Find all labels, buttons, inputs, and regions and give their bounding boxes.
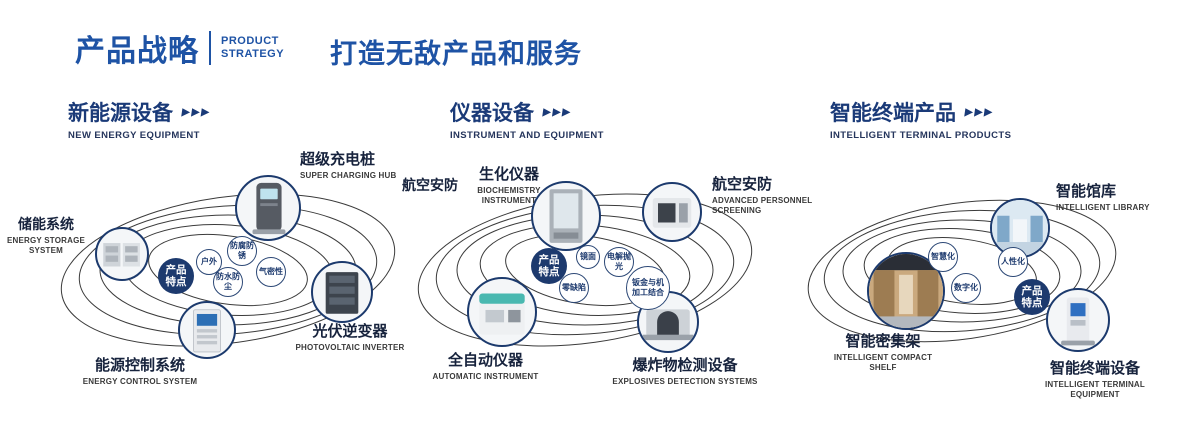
product-features-badge: 产品特点 xyxy=(158,258,194,294)
feature-bubble: 智慧化 xyxy=(928,242,958,272)
product-features-badge: 产品特点 xyxy=(531,248,567,284)
section-header-terminal: 智能终端产品 ▶▶▶ INTELLIGENT TERMINAL PRODUCTS xyxy=(830,97,1011,141)
label-compact-shelf-en: INTELLIGENT COMPACT SHELF xyxy=(833,353,933,373)
section-title-terminal: 智能终端产品 xyxy=(830,102,956,125)
terminal-equipment-photo xyxy=(1061,297,1095,346)
brand-title-cn: 产品战略 xyxy=(75,35,199,68)
label-personnel-screening-cn: 航空安防 xyxy=(712,176,773,193)
node-super-charging-hub xyxy=(235,175,301,241)
chevrons-icon: ▶▶▶ xyxy=(181,106,212,118)
feature-bubble: 防腐防锈 xyxy=(227,236,257,266)
chevrons-icon: ▶▶▶ xyxy=(964,106,995,118)
chevrons-icon: ▶▶▶ xyxy=(542,106,573,118)
label-intelligent-library-en: INTELLIGENT LIBRARY xyxy=(1056,203,1150,212)
feature-bubble: 气密性 xyxy=(256,257,286,287)
explosives-detection-photo xyxy=(642,309,694,341)
section-title-new-energy: 新能源设备 xyxy=(68,102,173,125)
label-automatic-instrument-cn: 全自动仪器 xyxy=(447,352,523,369)
brand-divider xyxy=(209,31,211,65)
biochemistry-instrument-photo xyxy=(549,189,583,243)
section-subtitle-terminal: INTELLIGENT TERMINAL PRODUCTS xyxy=(830,130,1012,141)
feature-bubble: 电解抛光 xyxy=(604,247,634,277)
label-terminal-equipment-cn: 智能终端设备 xyxy=(1049,360,1140,377)
charging-pile-photo xyxy=(252,182,286,235)
label-super-charging-hub-cn: 超级充电桩 xyxy=(300,151,376,168)
section-subtitle-new-energy: NEW ENERGY EQUIPMENT xyxy=(68,130,200,141)
brand-block: 产品战略 PRODUCT STRATEGY xyxy=(75,26,284,70)
label-personnel-screening-en: ADVANCED PERSONNEL SCREENING xyxy=(712,196,813,216)
label-biochemistry-en: BIOCHEMISTRY INSTRUMENT xyxy=(477,186,541,206)
intelligent-library-photo xyxy=(992,200,1048,256)
node-terminal-equipment xyxy=(1046,288,1110,352)
brand-en-line2: STRATEGY xyxy=(221,48,285,60)
label-automatic-instrument-en: AUTOMATIC INSTRUMENT xyxy=(432,372,539,381)
feature-bubble: 防水防尘 xyxy=(213,267,243,297)
node-pv-inverter xyxy=(311,261,373,323)
label-intelligent-library-cn: 智能馆库 xyxy=(1056,183,1117,200)
section-header-instrument: 仪器设备 ▶▶▶ INSTRUMENT AND EQUIPMENT xyxy=(450,97,604,141)
feature-bubble: 镜面 xyxy=(576,245,600,269)
node-energy-control xyxy=(178,301,236,359)
label-energy-control-cn: 能源控制系统 xyxy=(94,357,185,374)
feature-bubble: 数字化 xyxy=(951,273,981,303)
feature-bubble: 零缺陷 xyxy=(559,273,589,303)
energy-control-photo xyxy=(193,309,221,353)
label-energy-control-en: ENERGY CONTROL SYSTEM xyxy=(82,377,198,386)
pv-inverter-photo xyxy=(325,272,359,314)
brand-en-line1: PRODUCT xyxy=(221,34,279,47)
node-automatic-instrument xyxy=(467,277,537,347)
product-features-badge: 产品特点 xyxy=(1014,279,1050,315)
energy-storage-photo xyxy=(103,243,140,267)
feature-bubble: 钣金与机加工结合 xyxy=(626,266,670,310)
label-energy-storage-cn: 储能系统 xyxy=(18,216,74,232)
label-pv-inverter-en: PHOTOVOLTAIC INVERTER xyxy=(295,343,405,352)
automatic-instrument-photo xyxy=(479,293,525,335)
label-explosives-detection-en: EXPLOSIVES DETECTION SYSTEMS xyxy=(612,377,758,386)
label-pv-inverter-cn: 光伏逆变器 xyxy=(312,323,388,340)
slogan: 打造无敌产品和服务 xyxy=(330,39,582,69)
label-explosives-detection-cn: 爆炸物检测设备 xyxy=(632,357,738,374)
brand-title-en: PRODUCT STRATEGY xyxy=(221,35,284,61)
node-personnel-screening xyxy=(642,182,702,242)
node-biochemistry-instrument xyxy=(531,181,601,251)
label-compact-shelf-cn: 智能密集架 xyxy=(845,333,921,350)
label-biochemistry-cn: 生化仪器 xyxy=(478,166,539,183)
node-energy-storage xyxy=(95,227,149,281)
personnel-screening-photo xyxy=(652,198,692,228)
label-terminal-equipment-en: INTELLIGENT TERMINAL EQUIPMENT xyxy=(1045,380,1145,400)
section-subtitle-instrument: INSTRUMENT AND EQUIPMENT xyxy=(450,130,604,141)
orbit-rings-terminal xyxy=(807,199,1117,343)
section-title-instrument: 仪器设备 xyxy=(450,102,534,125)
label-energy-storage-en: ENERGY STORAGE SYSTEM xyxy=(6,236,86,256)
section-header-new-energy: 新能源设备 ▶▶▶ NEW ENERGY EQUIPMENT xyxy=(68,97,212,141)
feature-bubble: 人性化 xyxy=(998,247,1028,277)
label-aviation-security-left: 航空安防 xyxy=(402,177,458,193)
label-super-charging-hub-en: SUPER CHARGING HUB xyxy=(300,171,397,180)
